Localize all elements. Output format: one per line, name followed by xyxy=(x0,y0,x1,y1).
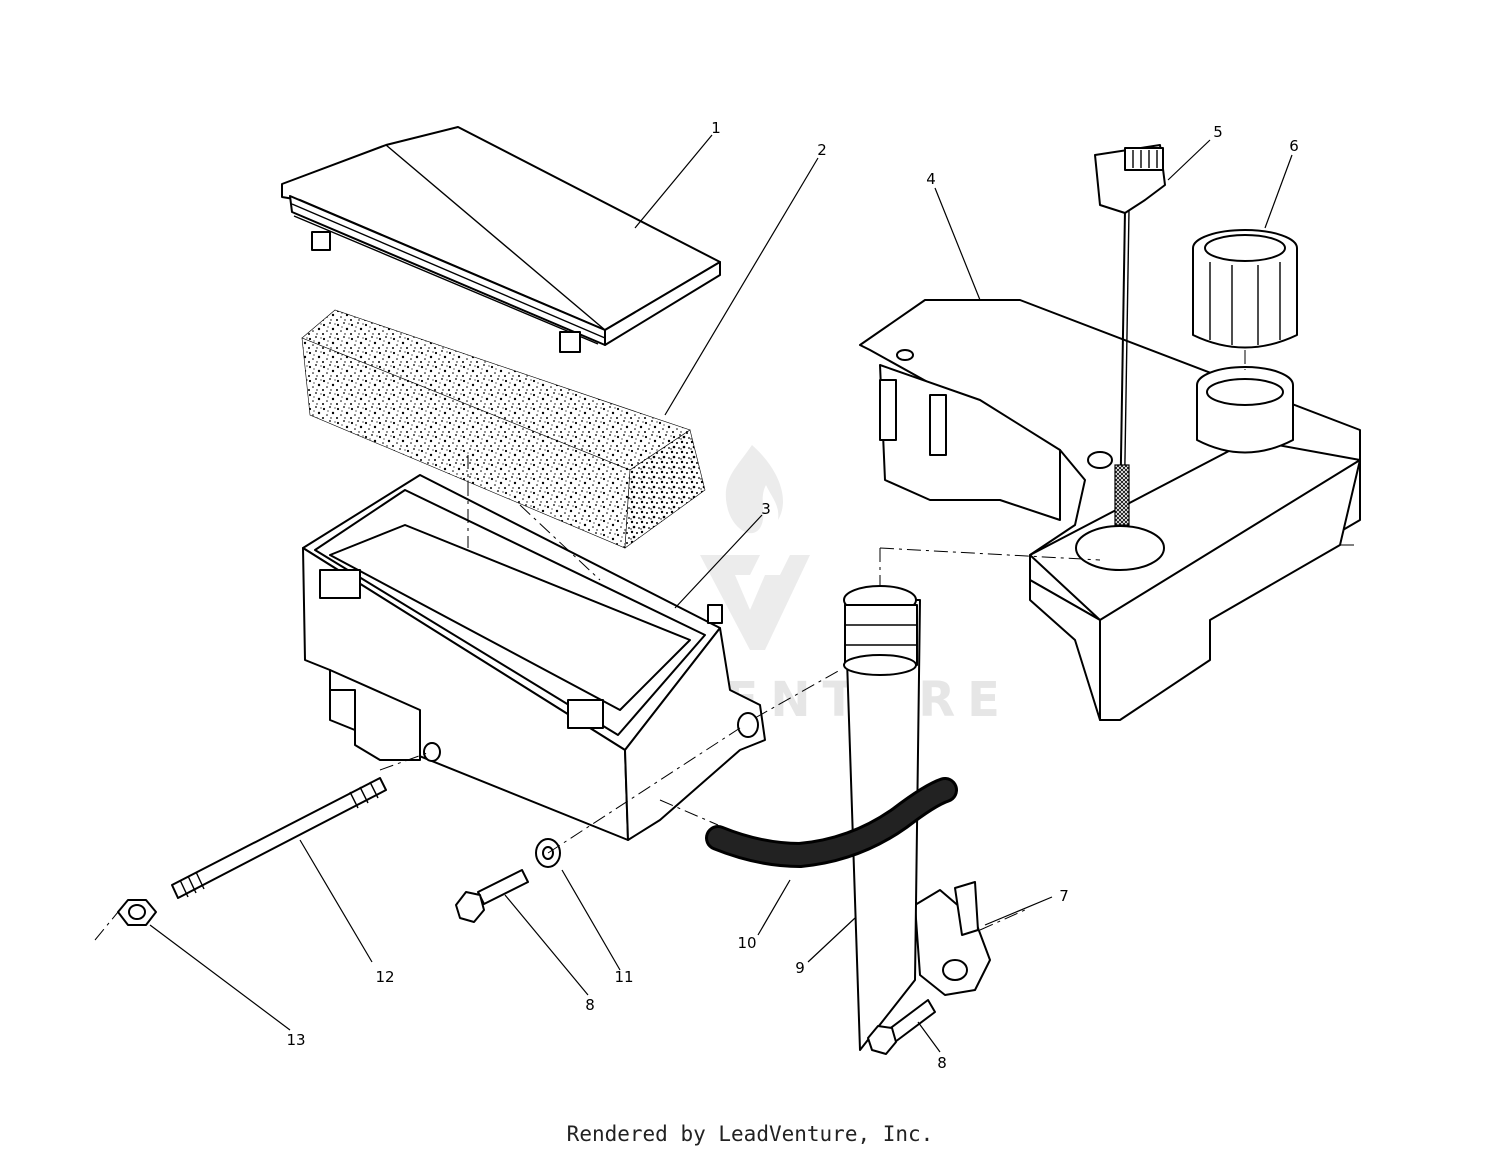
flame-logo-icon xyxy=(700,445,810,650)
callout-10: 10 xyxy=(737,934,756,952)
part-6-cap xyxy=(1192,229,1298,454)
callout-3: 3 xyxy=(761,500,771,518)
callout-11: 11 xyxy=(614,968,633,986)
part-12-stud xyxy=(171,777,387,899)
part-7-bracket xyxy=(914,881,991,996)
callout-labels: 1 2 3 4 5 6 7 8 9 10 11 8 12 13 xyxy=(286,119,1298,1072)
part-4-housing xyxy=(859,299,1361,721)
exploded-view-lines xyxy=(94,350,1355,941)
part-10-hose xyxy=(705,777,958,869)
part-2-foam-element xyxy=(301,309,706,549)
part-13-nut xyxy=(117,899,157,926)
callout-8-left: 8 xyxy=(585,996,595,1014)
callout-7: 7 xyxy=(1059,887,1069,905)
part-8-bolt-right xyxy=(867,999,936,1055)
footer-credit: Rendered by LeadVenture, Inc. xyxy=(566,1122,934,1146)
part-5-dipstick xyxy=(1094,144,1166,526)
callout-6: 6 xyxy=(1289,137,1299,155)
leader-lines xyxy=(149,134,1293,1053)
callout-1: 1 xyxy=(711,119,721,137)
callout-13: 13 xyxy=(286,1031,305,1049)
callout-4: 4 xyxy=(926,170,936,188)
callout-9: 9 xyxy=(795,959,805,977)
callout-2: 2 xyxy=(817,141,827,159)
part-8-bolt-left xyxy=(455,869,529,923)
callout-5: 5 xyxy=(1213,123,1223,141)
callout-12: 12 xyxy=(375,968,394,986)
callout-8-right: 8 xyxy=(937,1054,947,1072)
part-3-air-cleaner-base xyxy=(302,474,766,841)
part-1-air-cleaner-cover xyxy=(281,126,721,353)
